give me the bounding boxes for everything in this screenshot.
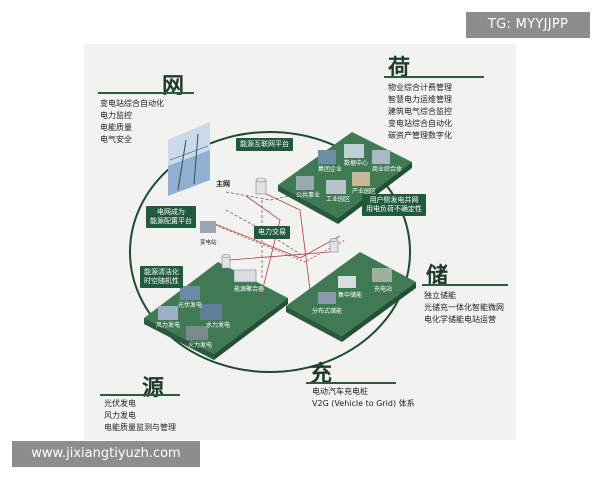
public-label: 公共事业 bbox=[296, 192, 321, 199]
list-item: 电气安全 bbox=[100, 135, 132, 144]
list-item: 物业综合计费管理 bbox=[388, 83, 452, 92]
power-flow-lines bbox=[209, 191, 346, 301]
wind-icon bbox=[158, 306, 178, 320]
list-item: 电能质量 bbox=[100, 123, 132, 132]
divider bbox=[306, 382, 396, 384]
wind-label: 风力发电 bbox=[156, 322, 181, 329]
diagram-panel bbox=[84, 44, 516, 440]
distributed-storage-icon bbox=[318, 292, 336, 304]
battery-bank-icon bbox=[233, 269, 257, 283]
centralized-storage-icon bbox=[338, 276, 356, 288]
hydro-label: 水力发电 bbox=[206, 322, 231, 329]
watermark-bottom: www.jixiangtiyuzh.com bbox=[12, 441, 200, 467]
power-trade-tag: 电力交易 bbox=[254, 226, 290, 239]
group-icon bbox=[372, 150, 390, 164]
dc-label: 数据中心 bbox=[344, 160, 369, 167]
list-item: 碳资产管理数字化 bbox=[388, 131, 452, 140]
divider bbox=[384, 76, 484, 78]
list-item: 光储充一体化智能微网 bbox=[424, 303, 504, 312]
centralized-storage-label: 集中储能 bbox=[338, 292, 363, 299]
wang-list: 变电站综合自动化 电力监控 电能质量 电气安全 bbox=[100, 98, 164, 146]
clean-energy-tag: 能源清洁化 时空随机性 bbox=[140, 266, 183, 288]
substation-label: 变电站 bbox=[200, 240, 217, 246]
industrial-label: 工业园区 bbox=[326, 196, 351, 203]
network-ring bbox=[129, 131, 411, 373]
charging-station-label: 充电站 bbox=[374, 286, 393, 293]
list-item: 独立储能 bbox=[424, 291, 456, 300]
thermal-icon bbox=[186, 326, 208, 340]
list-item: 电动汽车充电桩 bbox=[312, 387, 368, 396]
list-item: 电能质量监测与管理 bbox=[104, 423, 176, 432]
list-item: 建筑电气综合监控 bbox=[388, 107, 452, 116]
section-title-he: 荷 bbox=[388, 55, 411, 81]
commercial-label: 商业综合体 bbox=[372, 166, 403, 173]
list-item: 变电站综合自动化 bbox=[100, 99, 164, 108]
list-item: 风力发电 bbox=[104, 411, 136, 420]
list-item: 智慧电力运维管理 bbox=[388, 95, 452, 104]
charging-station-icon bbox=[372, 268, 392, 282]
distributed-storage-label: 分布式储能 bbox=[312, 308, 343, 315]
section-title-chong: 充 bbox=[310, 361, 333, 387]
divider bbox=[100, 394, 180, 396]
user-side-tag: 用户侧发电并网 用电负荷不确定性 bbox=[362, 194, 426, 216]
section-title-chu: 储 bbox=[426, 263, 449, 289]
grid-platform-tag: 电网成为 能源配置平台 bbox=[146, 206, 196, 228]
substation-icon bbox=[200, 221, 216, 233]
section-title-wang: 网 bbox=[162, 73, 185, 99]
commercial-icon bbox=[318, 150, 336, 164]
solar-icon bbox=[180, 286, 200, 300]
yuan-list: 光伏发电 风力发电 电能质量监测与管理 bbox=[104, 398, 176, 434]
main-grid-label: 主网 bbox=[216, 180, 230, 188]
group-label: 集团企业 bbox=[318, 166, 343, 173]
watermark-top: TG: MYYJJPP bbox=[466, 12, 590, 38]
public-icon bbox=[296, 176, 314, 190]
list-item: V2G (Vehicle to Grid) 体系 bbox=[312, 399, 415, 408]
divider bbox=[98, 92, 194, 94]
dc-icon bbox=[344, 144, 364, 158]
divider bbox=[422, 284, 508, 286]
storage-bank-label: 能源聚合器 bbox=[234, 286, 265, 293]
pv-label: 光伏发电 bbox=[178, 302, 203, 309]
chong-list: 电动汽车充电桩 V2G (Vehicle to Grid) 体系 bbox=[312, 386, 415, 410]
list-item: 电力监控 bbox=[100, 111, 132, 120]
park-icon bbox=[352, 172, 370, 186]
energy-platform-tag: 能源互联网平台 bbox=[236, 138, 293, 151]
hydro-icon bbox=[200, 304, 222, 320]
chu-list: 独立储能 光储充一体化智能微网 电化学储能电站运营 bbox=[424, 290, 504, 326]
list-item: 光伏发电 bbox=[104, 399, 136, 408]
industrial-icon bbox=[326, 180, 346, 194]
list-item: 电化学储能电站运营 bbox=[424, 315, 496, 324]
park-label: 产业园区 bbox=[352, 188, 377, 195]
thermal-label: 火力发电 bbox=[188, 342, 213, 349]
he-list: 物业综合计费管理 智慧电力运维管理 建筑电气综合监控 变电站综合自动化 碳资产管… bbox=[388, 82, 452, 142]
list-item: 变电站综合自动化 bbox=[388, 119, 452, 128]
